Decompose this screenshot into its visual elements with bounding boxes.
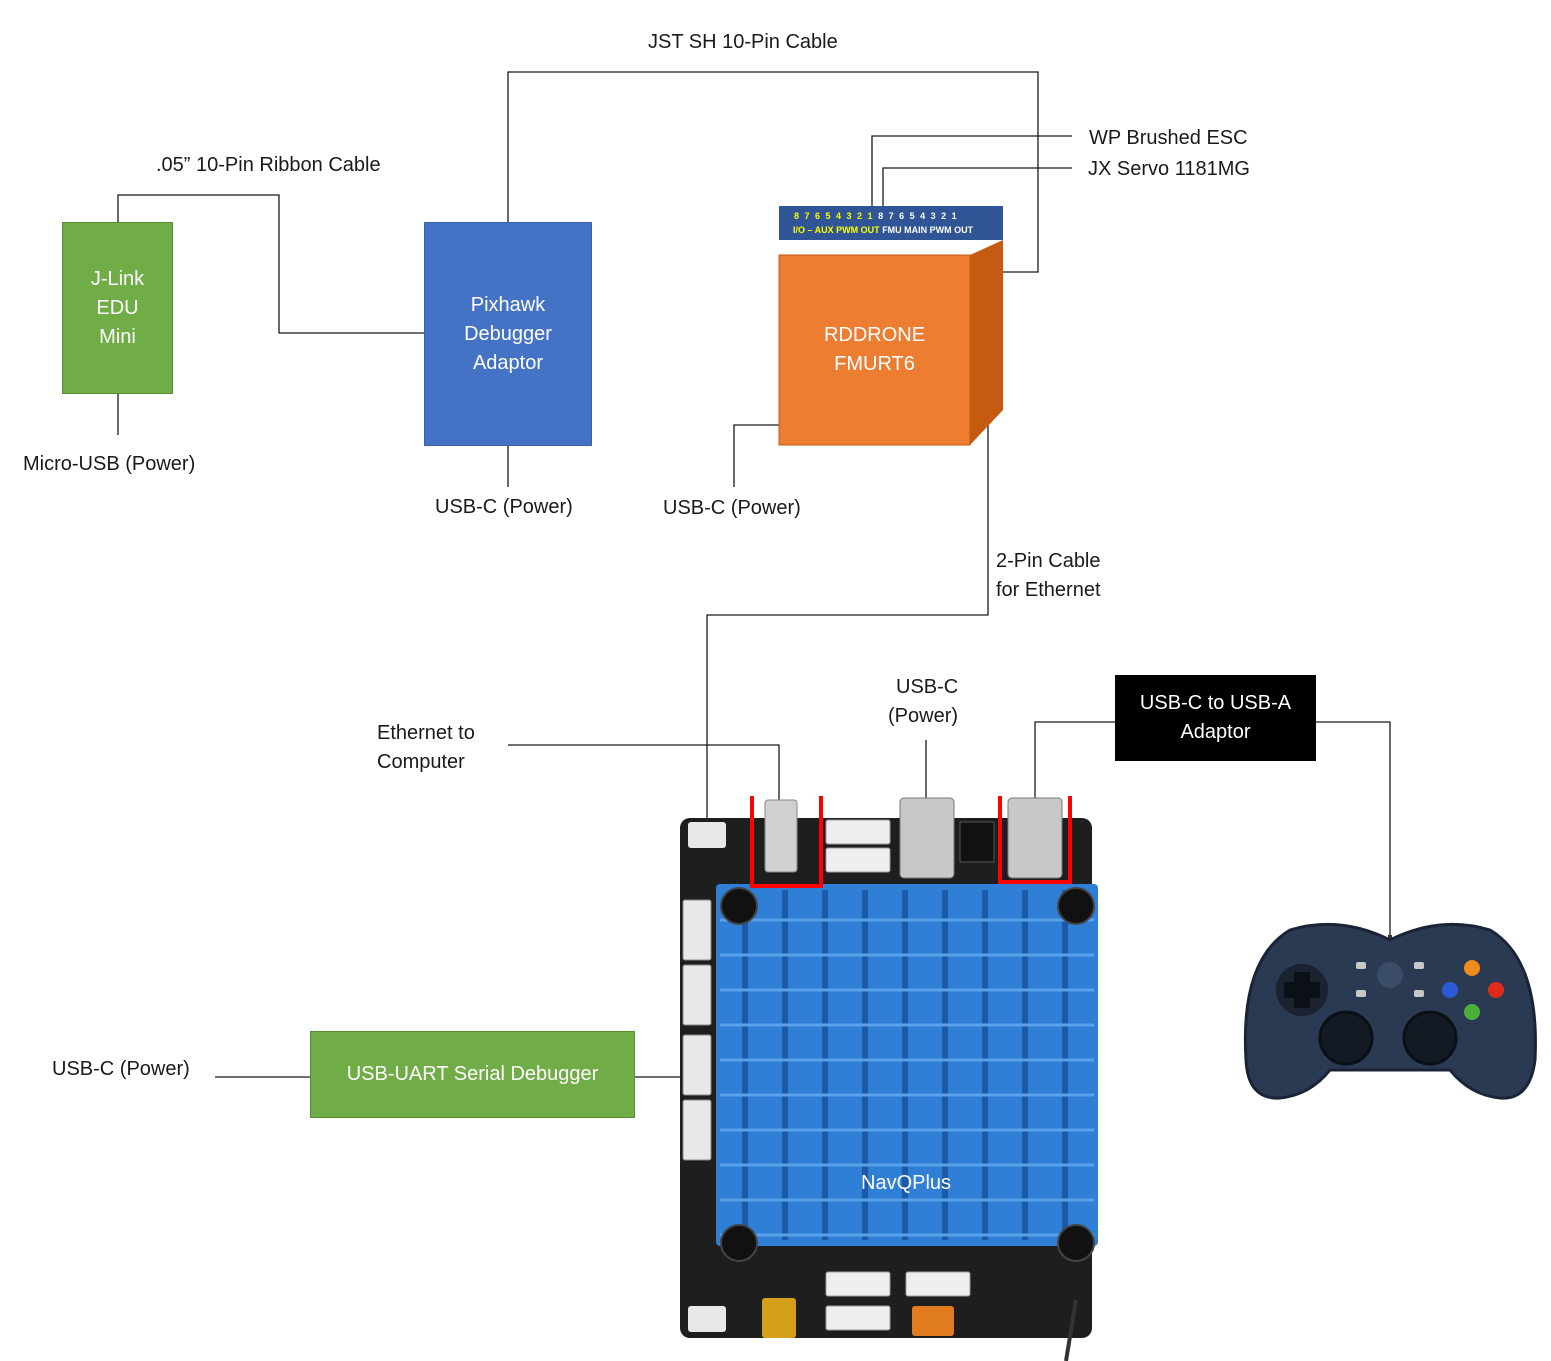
- uart-debugger-box: USB-UART Serial Debugger: [310, 1031, 635, 1118]
- jx-servo-label: JX Servo 1181MG: [1088, 158, 1250, 180]
- heatsink-grooves: [720, 918, 1094, 1237]
- pin-numbers: 8 7 6 5 4 3 2 1 8 7 6 5 4 3 2 1: [794, 211, 958, 221]
- button-green: [1464, 1004, 1480, 1020]
- ethernet-pin-connector: [688, 822, 726, 848]
- side-connector: [682, 1034, 712, 1096]
- ethernet-jack: [764, 799, 798, 873]
- right-thumbstick: [1402, 1010, 1458, 1066]
- jst-cable-label: JST SH 10-Pin Cable: [648, 31, 838, 53]
- esc-line: [871, 135, 1072, 212]
- button-blue: [1442, 982, 1458, 998]
- two-pin-cable-label: 2-Pin Cable: [996, 550, 1101, 572]
- antenna-cable: [1064, 1299, 1078, 1361]
- wp-esc-label: WP Brushed ESC: [1089, 127, 1248, 149]
- uart-debugger-label: USB-UART Serial Debugger: [346, 1063, 599, 1085]
- servo-line: [882, 167, 1072, 212]
- small-button: [1414, 962, 1424, 969]
- two-pin-ethernet-line: [706, 408, 989, 822]
- usb-adaptor-box: USB-C to USB-A Adaptor: [1115, 675, 1316, 761]
- button-red: [1488, 982, 1504, 998]
- navq-usbc-label: USB-C: [896, 676, 959, 698]
- debugger-power-label: USB-C (Power): [435, 496, 573, 518]
- fmu-pin-numbers: 8 7 6 5 4 3 2 1: [878, 211, 959, 221]
- two-pin-ethernet-label: for Ethernet: [996, 579, 1101, 601]
- bottom-orange-connector: [912, 1306, 954, 1336]
- fmu-pin-header: 8 7 6 5 4 3 2 1 8 7 6 5 4 3 2 1 I/O – AU…: [779, 206, 1003, 240]
- small-button: [1356, 990, 1366, 997]
- navq-power-label: (Power): [888, 705, 959, 727]
- pin-header: [959, 821, 995, 863]
- fmu-cube: [778, 240, 1003, 446]
- adaptor-right-line: [1316, 721, 1391, 935]
- ribbon-cable-label: .05” 10-Pin Ribbon Cable: [156, 154, 381, 176]
- jst-cable-line: [507, 71, 1039, 273]
- jlink-power-label: Micro-USB (Power): [23, 453, 196, 475]
- side-connector: [682, 1099, 712, 1161]
- io-pin-numbers: 8 7 6 5 4 3 2 1: [794, 211, 875, 221]
- jlink-box: J-Link EDU Mini: [62, 222, 173, 394]
- small-button: [1414, 990, 1424, 997]
- button-orange: [1464, 960, 1480, 976]
- gamepad: [1243, 922, 1537, 1100]
- bottom-jst-connector: [825, 1305, 891, 1331]
- fmu-label: RDDRONE FMURT6: [823, 324, 926, 375]
- heatsink-fins: [742, 890, 1068, 1240]
- pixhawk-debugger-box: Pixhawk Debugger Adaptor: [424, 222, 592, 446]
- bottom-jst-connector: [905, 1271, 971, 1297]
- fmu-cube-side: [970, 240, 1003, 445]
- usbc-power-port: [899, 797, 955, 879]
- fmu-cube-front: [778, 254, 971, 446]
- ethernet-to-label: Ethernet to: [377, 722, 475, 744]
- fmu-power-label: USB-C (Power): [663, 497, 801, 519]
- fmu-main-label: FMU MAIN PWM OUT: [882, 225, 974, 235]
- adaptor-left-line: [1034, 721, 1115, 800]
- jlink-label: J-Link EDU Mini: [90, 267, 145, 348]
- dpad-icon: [1284, 972, 1320, 1008]
- ribbon-cable-line: [117, 194, 442, 334]
- ethernet-computer-line: [508, 744, 780, 800]
- navqplus-board: [680, 796, 1098, 1361]
- uart-power-label: USB-C (Power): [52, 1058, 190, 1080]
- pixhawk-debugger-label: Pixhawk Debugger Adaptor: [464, 293, 552, 374]
- computer-label: Computer: [377, 751, 465, 773]
- side-connector: [682, 899, 712, 961]
- pin-labels: I/O – AUX PWM OUT FMU MAIN PWM OUT: [793, 225, 973, 235]
- bottom-usb-port: [762, 1298, 796, 1338]
- small-button: [1356, 962, 1366, 969]
- left-thumbstick: [1318, 1010, 1374, 1066]
- screws: [720, 887, 1095, 1262]
- jst-connector-top: [825, 819, 891, 845]
- fmu-box: RDDRONE FMURT6: [779, 255, 970, 445]
- side-connector: [682, 964, 712, 1026]
- port-highlights: [750, 796, 1072, 888]
- bottom-pin-connector: [688, 1306, 726, 1332]
- usbc-host-port: [1007, 797, 1063, 879]
- usb-adaptor-label: USB-C to USB-A Adaptor: [1139, 692, 1292, 743]
- bottom-jst-connector: [825, 1271, 891, 1297]
- navqplus-label: NavQPlus: [861, 1172, 952, 1194]
- gamepad-body: [1243, 922, 1537, 1100]
- jst-connector-uart: [825, 847, 891, 873]
- io-aux-label: I/O – AUX PWM OUT: [793, 225, 880, 235]
- logo-button: [1377, 962, 1403, 988]
